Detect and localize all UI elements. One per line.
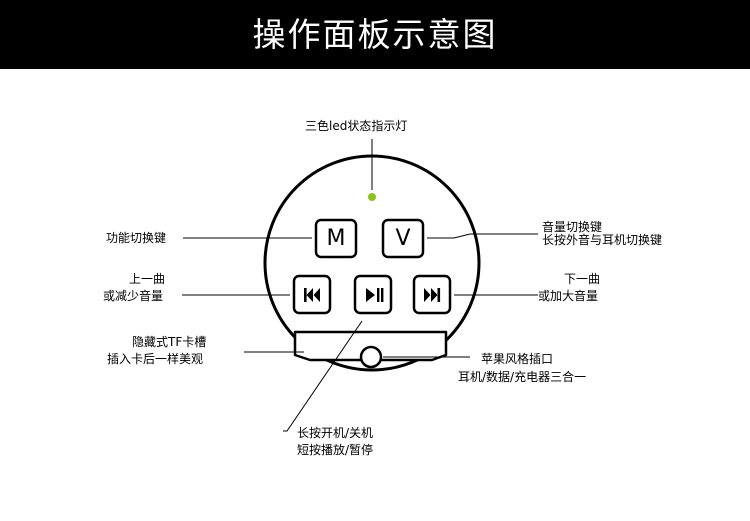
leader-lines <box>182 139 538 432</box>
audio-port <box>359 345 383 369</box>
previous-volume-label: 或减少音量 <box>103 289 164 303</box>
play-pause-label: 短按播放/暂停 <box>297 443 374 457</box>
led-indicator <box>368 193 376 201</box>
led-label: 三色led状态指示灯 <box>305 119 408 133</box>
previous-track-icon <box>304 288 320 302</box>
next-volume-label: 或加大音量 <box>538 289 599 303</box>
mode-letter-icon: M <box>326 226 346 251</box>
volume-letter-icon: V <box>395 226 411 251</box>
volume-key-label: 音量切换键 <box>542 220 603 234</box>
title-banner <box>0 0 750 69</box>
power-label: 长按开机/关机 <box>297 426 374 440</box>
mode-button[interactable] <box>314 218 358 259</box>
volume-mode-button[interactable] <box>381 218 425 259</box>
tf-slot-label: 隐藏式TF卡槽 <box>132 335 207 349</box>
play-pause-icon <box>366 288 384 302</box>
page-title: 操作面板示意图 <box>252 15 498 54</box>
port-note-label: 耳机/数据/充电器三合一 <box>458 370 587 384</box>
mode-key-label: 功能切换键 <box>106 231 167 245</box>
next-track-icon <box>424 288 441 302</box>
volume-key-long-press-label: 长按外音与耳机切换键 <box>542 233 663 247</box>
previous-label: 上一曲 <box>129 272 166 286</box>
tf-slot-note-label: 插入卡后一样美观 <box>107 352 204 366</box>
port-label: 苹果风格插口 <box>481 352 554 366</box>
next-label: 下一曲 <box>564 272 601 286</box>
